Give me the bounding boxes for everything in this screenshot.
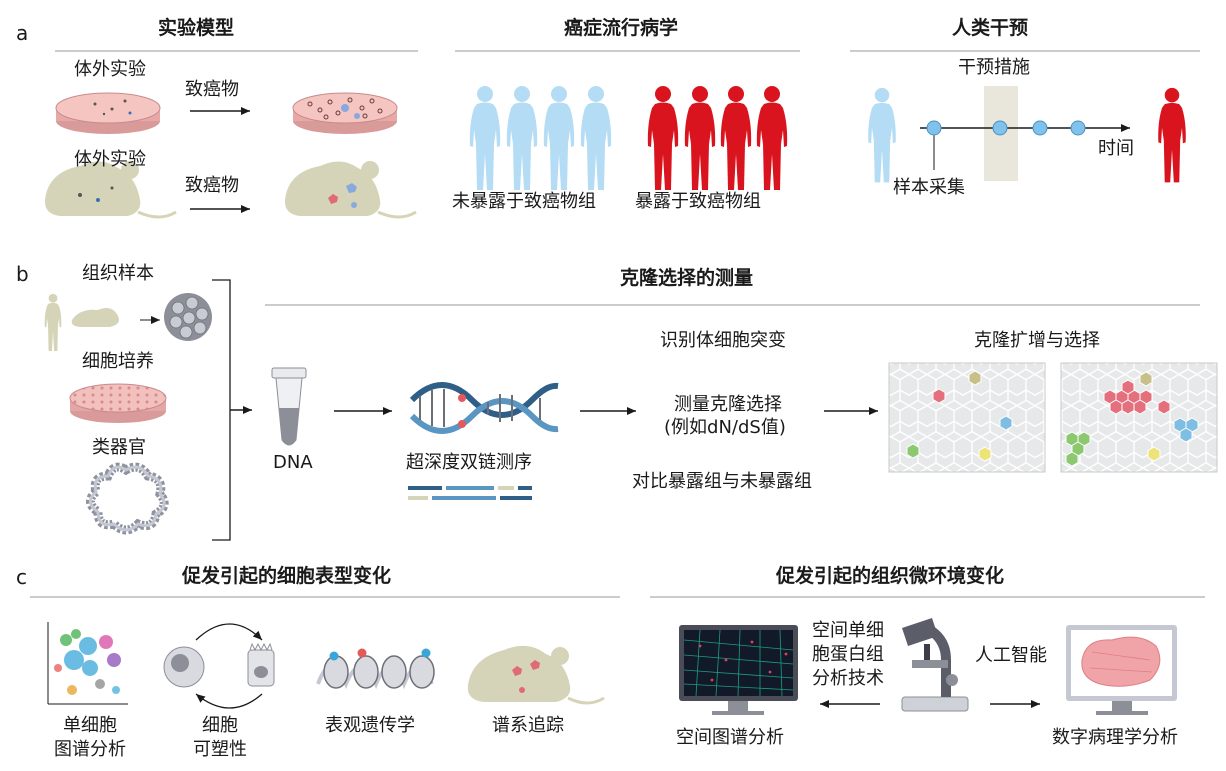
petri-dish-treated bbox=[292, 92, 398, 134]
digital-pathology-label: 数字病理学分析 bbox=[1052, 727, 1178, 748]
carcinogen-arrow-label-2: 致癌物 bbox=[185, 175, 239, 196]
exposed-group-icons bbox=[647, 86, 788, 190]
time-axis-label: 时间 bbox=[1098, 138, 1134, 159]
clonal-expansion-tile-left bbox=[888, 362, 1046, 473]
unexposed-group-label: 未暴露于致癌物组 bbox=[452, 191, 596, 212]
panel-letter-b: b bbox=[16, 262, 29, 286]
cell-culture-label: 细胞培养 bbox=[82, 351, 154, 372]
microscope-icon bbox=[901, 618, 969, 712]
spatial-tech-label-1: 空间单细 bbox=[812, 620, 884, 641]
panel-b-artwork bbox=[44, 279, 1218, 541]
single-cell-label-2: 图谱分析 bbox=[54, 739, 126, 760]
carcinogen-arrow-label-1: 致癌物 bbox=[185, 79, 239, 100]
epigenetics-label: 表观遗传学 bbox=[325, 715, 415, 736]
sequencing-reads bbox=[408, 486, 532, 500]
spatial-tech-label-3: 分析技术 bbox=[812, 668, 884, 689]
organoid-icon bbox=[86, 462, 169, 535]
panel-a-artwork bbox=[44, 50, 1200, 219]
mouse-treated bbox=[284, 161, 417, 219]
dna-label: DNA bbox=[273, 452, 313, 473]
human-intervention-title: 人类干预 bbox=[952, 17, 1029, 39]
cell-phenotype-title: 促发引起的细胞表型变化 bbox=[182, 565, 392, 587]
cancer-epidemiology-title: 癌症流行病学 bbox=[564, 17, 679, 39]
intervention-timeline bbox=[868, 86, 1186, 183]
identify-mutations-label: 识别体细胞突变 bbox=[660, 330, 786, 351]
in-vitro-label-1: 体外实验 bbox=[74, 59, 146, 80]
plasticity-label-2: 可塑性 bbox=[193, 739, 247, 760]
panel-letter-a: a bbox=[16, 21, 29, 45]
lineage-tracing-label: 谱系追踪 bbox=[492, 715, 564, 736]
exposed-group-label: 暴露于致癌物组 bbox=[635, 191, 761, 212]
single-cell-label-1: 单细胞 bbox=[63, 715, 117, 736]
dna-helix-icon bbox=[409, 382, 559, 434]
panel-letter-c: c bbox=[16, 565, 27, 589]
experimental-models-title: 实验模型 bbox=[158, 17, 235, 39]
lineage-mouse-icon bbox=[467, 645, 605, 705]
tissue-cluster-icon bbox=[164, 293, 212, 341]
plasticity-label-1: 细胞 bbox=[202, 715, 238, 736]
spatial-analysis-label: 空间图谱分析 bbox=[676, 727, 784, 748]
clonal-expansion-label: 克隆扩增与选择 bbox=[974, 330, 1100, 351]
spatial-tech-label-2: 胞蛋白组 bbox=[812, 644, 884, 665]
ai-label: 人工智能 bbox=[975, 645, 1047, 666]
unexposed-group-icons bbox=[469, 86, 612, 190]
panel-c-artwork bbox=[30, 596, 1205, 715]
dna-tube-icon bbox=[271, 367, 307, 446]
clonal-selection-title: 克隆选择的测量 bbox=[620, 267, 754, 289]
single-cell-umap-icon bbox=[47, 622, 128, 705]
intervention-label: 干预措施 bbox=[958, 57, 1030, 78]
measure-selection-label: 测量克隆选择 bbox=[674, 394, 782, 415]
clonal-expansion-tile-right bbox=[1060, 362, 1218, 473]
compare-groups-label: 对比暴露组与未暴露组 bbox=[632, 471, 812, 492]
duplex-sequencing-label: 超深度双链测序 bbox=[406, 452, 532, 473]
petri-dish-untreated bbox=[55, 92, 161, 134]
in-vitro-label-2: 体外实验 bbox=[74, 149, 146, 170]
digital-pathology-monitor-icon bbox=[1066, 625, 1177, 715]
spatial-monitor-icon bbox=[679, 625, 798, 715]
dnds-example-label: (例如dN/dS值) bbox=[664, 417, 786, 438]
cell-culture-dish bbox=[69, 383, 167, 423]
cell-plasticity-icon bbox=[163, 623, 275, 709]
sampling-label: 样本采集 bbox=[893, 177, 965, 198]
tissue-microenvironment-title: 促发引起的组织微环境变化 bbox=[776, 565, 1005, 587]
epigenetics-nucleosome-icon bbox=[316, 648, 435, 690]
tissue-sample-label: 组织样本 bbox=[82, 263, 154, 284]
organoid-label: 类器官 bbox=[92, 437, 146, 458]
mouse-untreated bbox=[44, 161, 177, 219]
